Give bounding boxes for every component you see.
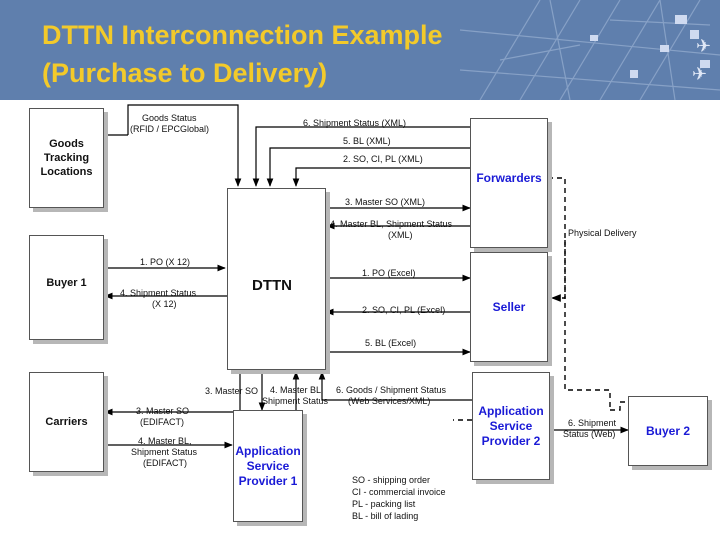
forwarders-label: Forwarders [476, 171, 542, 185]
master-bl-edifact-label-1: 4. Master BL, [138, 436, 192, 446]
goods-shipment-status-arrow [318, 371, 472, 401]
buyer2-label: Buyer 2 [645, 423, 691, 438]
master-so-edifact-label-2: (EDIFACT) [140, 417, 184, 427]
header-map-decoration: ✈ ✈ [460, 0, 720, 100]
seller-label: Seller [492, 299, 526, 314]
po-excel-label: 1. PO (Excel) [362, 268, 416, 278]
physical-delivery-to-buyer2 [564, 240, 611, 410]
goods-tracking-label: Goods Tracking Locations [40, 138, 93, 178]
asp1-label: Application Service Provider 1 [235, 443, 301, 488]
po-x12-label: 1. PO (X 12) [140, 257, 191, 267]
master-so-label: 3. Master SO [205, 386, 259, 396]
buyer1-label: Buyer 1 [46, 277, 87, 289]
goods-tracking-locations-node: Goods Tracking Locations [29, 108, 104, 208]
master-bl-edifact-label-3: (EDIFACT) [143, 458, 187, 468]
master-bl-ss-label-2: Shipment Status [262, 396, 329, 406]
master-bl-edifact-label-2: Shipment Status [131, 447, 198, 457]
so-ci-pl-xml-arrow [292, 167, 470, 187]
goods-status-label-2: (RFID / EPCGlobal) [130, 124, 210, 134]
so-ci-pl-excel-label: 2. SO, CI, PL (Excel) [362, 305, 446, 315]
legend-item: BL - bill of lading [352, 511, 419, 521]
master-so-edifact-label-1: 3. Master SO [136, 406, 190, 416]
dttn-label: DTTN [252, 277, 292, 294]
bl-excel-label: 5. BL (Excel) [365, 338, 417, 348]
slide-title-line1: DTTN Interconnection Example [42, 20, 443, 50]
seller-node: Seller [470, 252, 548, 362]
master-bl-xml-label-1: 4. Master BL, Shipment Status [330, 219, 453, 229]
legend-item: PL - packing list [352, 499, 416, 509]
shipment-web-label-2: Status (Web) [563, 429, 616, 439]
physical-delivery-label: Physical Delivery [568, 228, 637, 238]
goods-status-label-1: Goods Status [142, 113, 197, 123]
bl-xml-arrow [266, 147, 470, 187]
forwarders-node: Forwarders [470, 118, 548, 248]
buyer2-node: Buyer 2 [628, 396, 708, 466]
shipment-web-label-1: 6. Shipment [568, 418, 617, 428]
carriers-label: Carriers [45, 416, 88, 428]
goods-shipment-status-label-2: (Web Services/XML) [348, 396, 431, 406]
asp1-node: Application Service Provider 1 [233, 410, 303, 522]
shipment-status-xml-label: 6. Shipment Status (XML) [303, 118, 407, 128]
asp2-label: Application Service Provider 2 [478, 403, 544, 448]
bl-xml-label: 5. BL (XML) [343, 136, 391, 146]
shipment-status-arrow [252, 126, 470, 187]
buyer1-node: Buyer 1 [29, 235, 104, 340]
legend-item: SO - shipping order [352, 475, 431, 485]
legend-item: CI - commercial invoice [352, 487, 446, 497]
master-bl-xml-label-2: (XML) [388, 230, 413, 240]
plane-icon: ✈ [696, 36, 711, 57]
shipment-status-x12-label-1: 4. Shipment Status [120, 288, 197, 298]
carriers-node: Carriers [29, 372, 104, 472]
master-bl-ss-label-1: 4. Master BL [270, 385, 322, 395]
goods-status-arrow [127, 104, 242, 187]
asp2-node: Application Service Provider 2 [472, 372, 550, 480]
master-so-xml-label: 3. Master SO (XML) [345, 197, 426, 207]
shipment-status-x12-label-2: (X 12) [152, 299, 177, 309]
abbreviation-legend: SO - shipping order CI - commercial invo… [352, 474, 446, 522]
physical-delivery-forwarders-seller [548, 177, 566, 302]
plane-icon-2: ✈ [692, 64, 707, 85]
header-banner: ✈ ✈ DTTN Interconnection Example (Purcha… [0, 0, 720, 100]
goods-shipment-status-label-1: 6. Goods / Shipment Status [336, 385, 447, 395]
so-ci-pl-xml-label: 2. SO, CI, PL (XML) [343, 154, 423, 164]
dttn-node: DTTN [227, 188, 326, 370]
slide-title-line2: (Purchase to Delivery) [42, 58, 328, 88]
